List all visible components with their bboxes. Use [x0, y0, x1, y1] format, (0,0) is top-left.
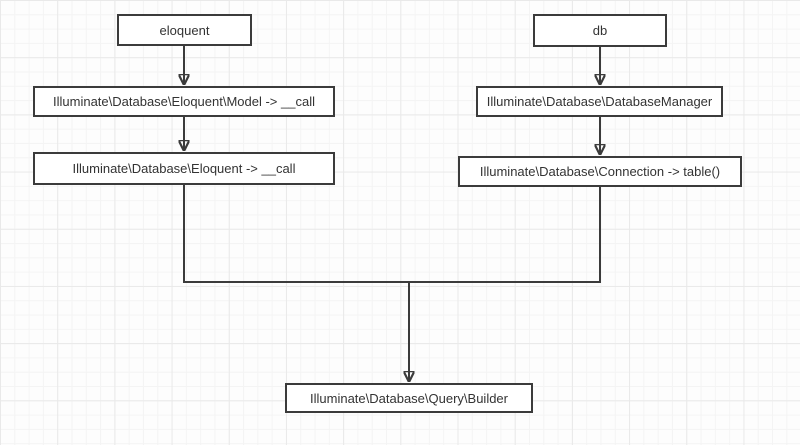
node-label: Illuminate\Database\Query\Builder — [310, 390, 508, 406]
node-eloquent-call[interactable]: Illuminate\Database\Eloquent -> __call — [33, 152, 335, 185]
edge-connection-table-to-query-builder[interactable] — [409, 187, 601, 283]
node-db[interactable]: db — [533, 14, 667, 47]
node-label: Illuminate\Database\Eloquent -> __call — [72, 161, 296, 176]
node-label: db — [592, 23, 608, 38]
node-label: Illuminate\Database\Eloquent\Model -> __… — [53, 94, 315, 109]
node-connection-table[interactable]: Illuminate\Database\Connection -> table(… — [458, 156, 742, 187]
node-label: eloquent — [159, 22, 210, 38]
edge-eloquent-call-to-query-builder[interactable] — [183, 185, 409, 381]
node-model-call[interactable]: Illuminate\Database\Eloquent\Model -> __… — [33, 86, 335, 117]
node-eloquent[interactable]: eloquent — [117, 14, 252, 46]
node-database-manager[interactable]: Illuminate\Database\DatabaseManager — [476, 86, 723, 117]
node-label: Illuminate\Database\Connection -> table(… — [479, 164, 721, 179]
node-label: Illuminate\Database\DatabaseManager — [486, 94, 713, 109]
node-query-builder[interactable]: Illuminate\Database\Query\Builder — [285, 383, 533, 413]
